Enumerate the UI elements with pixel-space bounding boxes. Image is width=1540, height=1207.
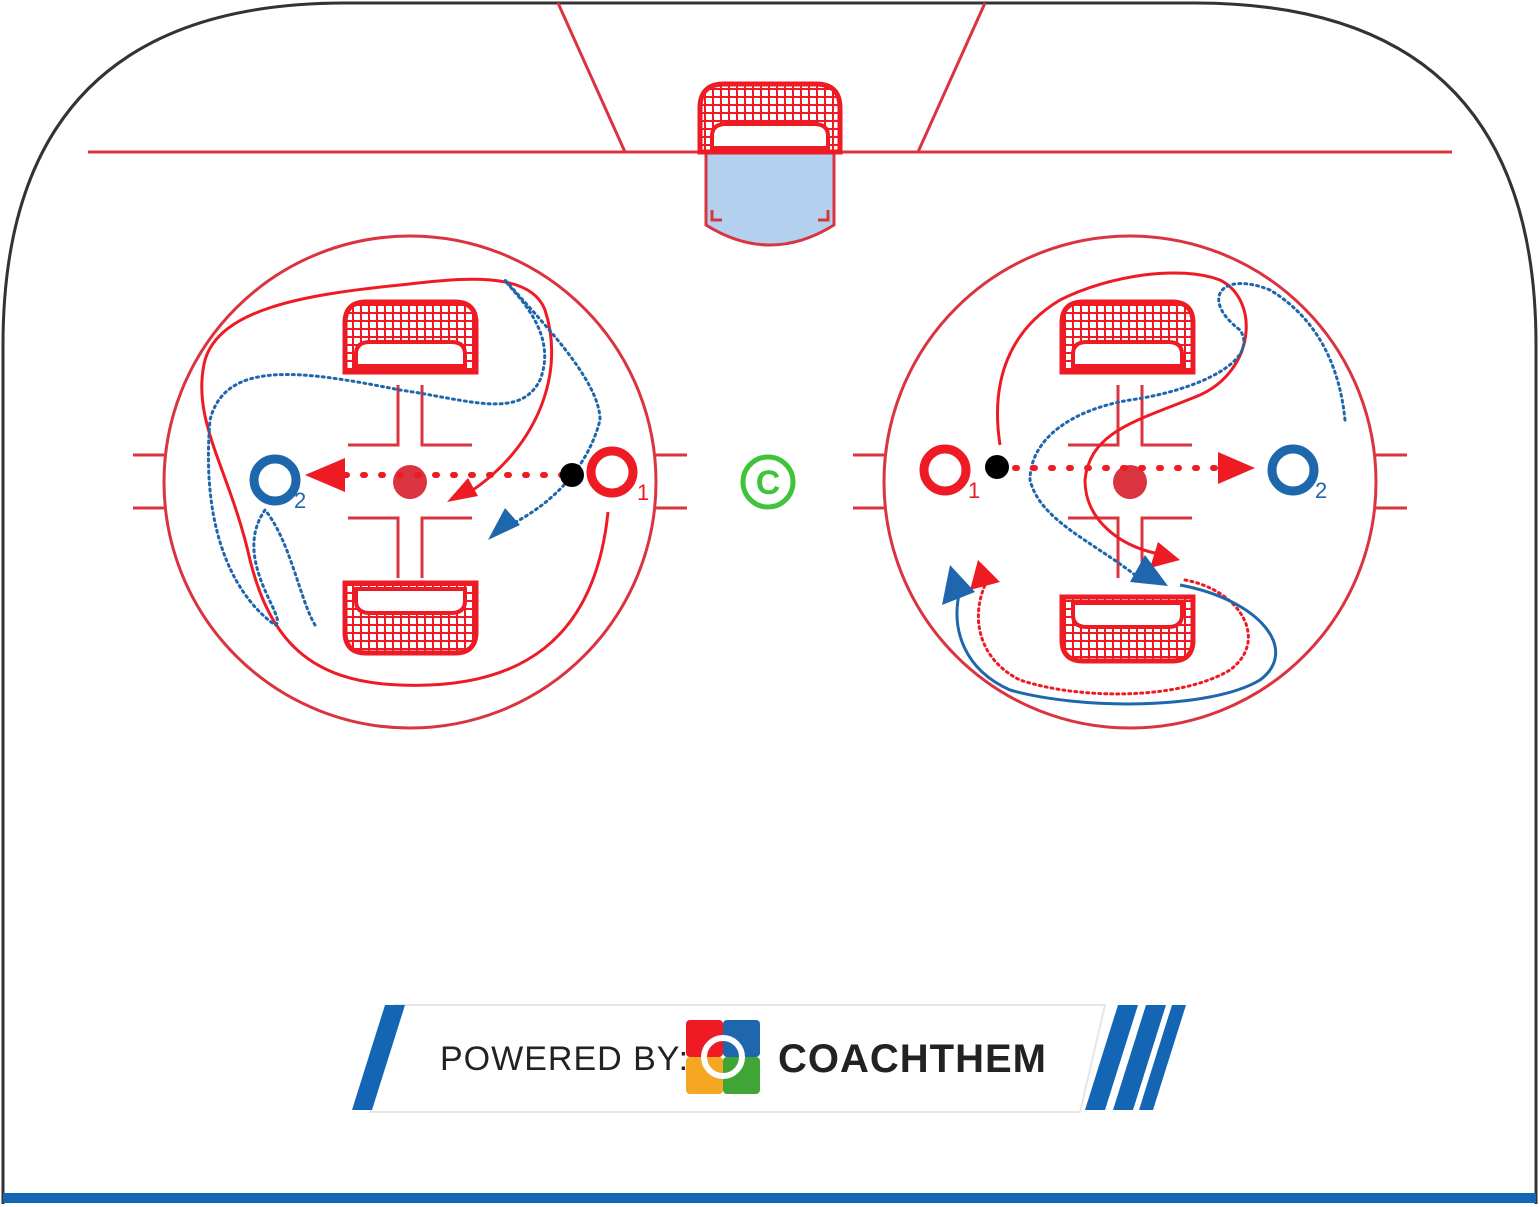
arrowhead <box>970 560 1000 590</box>
goal-crease <box>704 150 836 247</box>
right-blue-player: 2 <box>1267 444 1327 503</box>
crease-tick-right <box>818 210 830 222</box>
player-number: 1 <box>637 480 649 505</box>
left-top-net-icon <box>342 299 479 375</box>
left-blue-stickhandle-path <box>206 279 602 627</box>
right-stripe <box>1139 1005 1186 1110</box>
footer-stripe <box>3 1193 1536 1203</box>
arrowhead <box>1218 452 1255 484</box>
right-bottom-net-icon <box>1059 594 1196 664</box>
faceoff-dot <box>1113 465 1147 499</box>
arrowhead <box>305 458 345 492</box>
coach-symbol: C <box>756 464 781 502</box>
coach-icon: C <box>740 454 796 510</box>
arrowhead <box>447 478 478 502</box>
arrowhead <box>1150 542 1180 568</box>
left-blue-player: 2 <box>249 454 306 513</box>
right-blue-return-path <box>955 583 1278 706</box>
brand-name: COACHTHEM <box>778 1037 1047 1081</box>
arrowhead <box>1130 555 1168 586</box>
right-faceoff-circle <box>853 234 1407 730</box>
player-number: 1 <box>968 478 980 503</box>
left-red-skate-path <box>200 277 610 687</box>
right-blue-stickhandle-path <box>1028 282 1347 577</box>
main-goal-net-icon <box>697 81 843 155</box>
trapezoid-right <box>916 2 987 153</box>
right-red-skate-path <box>996 271 1248 557</box>
left-red-player: 1 <box>586 446 649 505</box>
puck-icon <box>985 455 1009 479</box>
right-top-net-icon <box>1059 299 1196 375</box>
coachthem-logo-icon <box>686 1020 760 1094</box>
trapezoid-left <box>556 2 627 153</box>
puck-icon <box>560 463 584 487</box>
right-red-player: 1 <box>919 444 980 503</box>
arrowhead <box>488 508 520 540</box>
arrowhead <box>942 565 975 605</box>
faceoff-dot <box>393 465 427 499</box>
player-number: 2 <box>294 488 306 513</box>
left-stripe <box>352 1005 405 1110</box>
left-bottom-net-icon <box>342 580 479 656</box>
player-number: 2 <box>1315 478 1327 503</box>
powered-by-label: POWERED BY: <box>440 1040 689 1078</box>
right-stripe <box>1113 1005 1166 1110</box>
right-stripe <box>1085 1005 1138 1110</box>
right-red-return-path <box>977 578 1250 696</box>
crease-tick-left <box>710 210 722 222</box>
powered-by-banner: POWERED BY: COACHTHEM <box>352 1004 1186 1113</box>
